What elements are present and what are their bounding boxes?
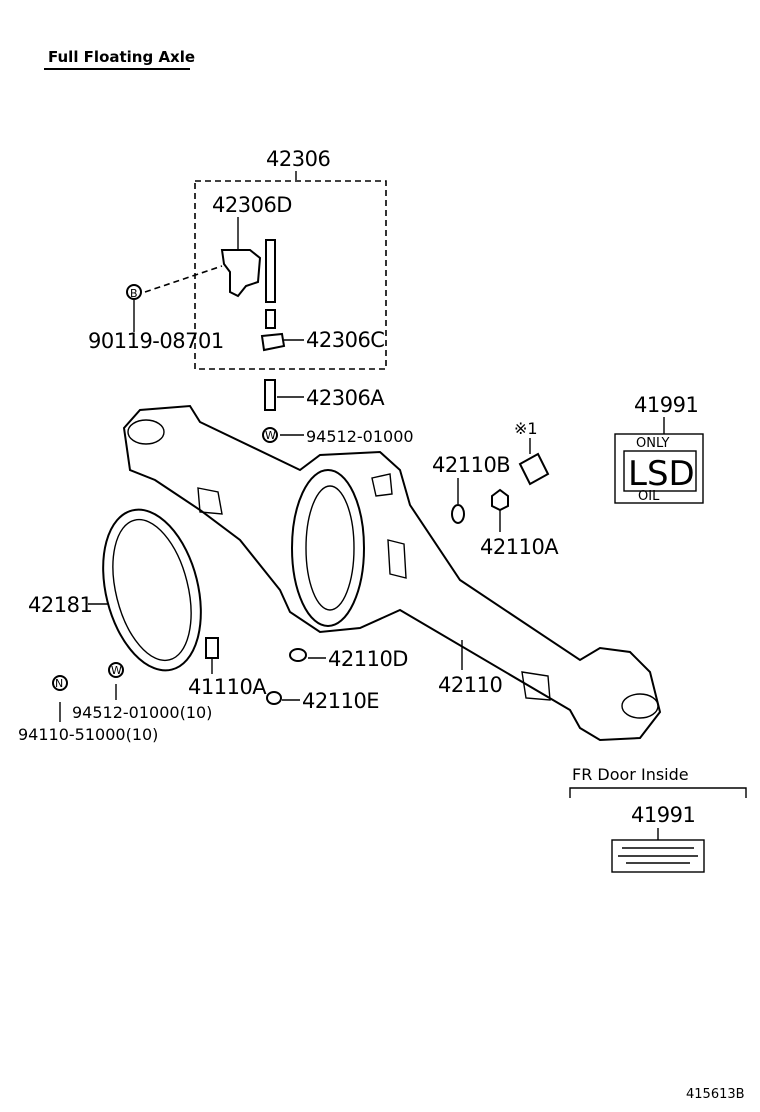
label-41110A: 41110A xyxy=(188,675,267,699)
sticker-part xyxy=(518,452,550,486)
breather-stem xyxy=(265,239,276,303)
label-42306D: 42306D xyxy=(212,193,292,217)
bracket-42306D xyxy=(220,249,262,298)
label-42306A: 42306A xyxy=(306,386,385,410)
diagram-code: 415613B xyxy=(686,1087,745,1102)
diagram-title: Full Floating Axle xyxy=(48,48,195,66)
fr-door-inside-title: FR Door Inside xyxy=(572,765,689,784)
plug-42110B xyxy=(451,504,465,524)
lsd-oil-label xyxy=(614,433,704,504)
label-42110A-right: 42110A xyxy=(480,535,559,559)
bolt-icon xyxy=(126,284,142,300)
breather-cap-42306C xyxy=(260,332,286,352)
lsd-main-text: LSD xyxy=(628,454,695,494)
plug-42110E xyxy=(266,691,282,705)
axle-housing xyxy=(122,404,662,742)
label-42110: 42110 xyxy=(438,673,502,697)
label-42110B: 42110B xyxy=(432,453,510,477)
label-94512-01000-10: 94512-01000(10) xyxy=(72,703,212,722)
label-42110E: 42110E xyxy=(302,689,379,713)
plug-42110A xyxy=(491,488,509,512)
door-label-plate xyxy=(611,839,705,873)
lsd-only-text: ONLY xyxy=(636,436,669,451)
label-41991-top: 41991 xyxy=(634,393,698,417)
nut-icon xyxy=(52,675,68,691)
gasket-42181 xyxy=(102,508,202,672)
label-94110-51000-10: 94110-51000(10) xyxy=(18,725,158,744)
lsd-oil-text: OIL xyxy=(638,489,660,504)
label-42306: 42306 xyxy=(266,147,330,171)
plug-42110D xyxy=(289,648,307,662)
symbol-n: N xyxy=(55,677,63,690)
label-94512-01000: 94512-01000 xyxy=(306,427,414,446)
breather-sleeve xyxy=(265,309,276,329)
symbol-w-top: W xyxy=(265,429,276,442)
symbol-b: B xyxy=(130,287,138,300)
washer-icon xyxy=(262,427,278,443)
label-41991-bottom: 41991 xyxy=(631,803,695,827)
fr-door-bracket xyxy=(569,787,747,798)
symbol-w-bottom: W xyxy=(111,664,122,677)
label-42181: 42181 xyxy=(28,593,92,617)
label-90119-08701: 90119-08701 xyxy=(88,329,224,353)
label-42306C: 42306C xyxy=(306,328,384,352)
note-1: ※1 xyxy=(514,419,538,438)
plug-42306A xyxy=(264,379,276,411)
washer-icon-bottom xyxy=(108,662,124,678)
label-42110D: 42110D xyxy=(328,647,408,671)
stud-41110A xyxy=(205,637,219,659)
